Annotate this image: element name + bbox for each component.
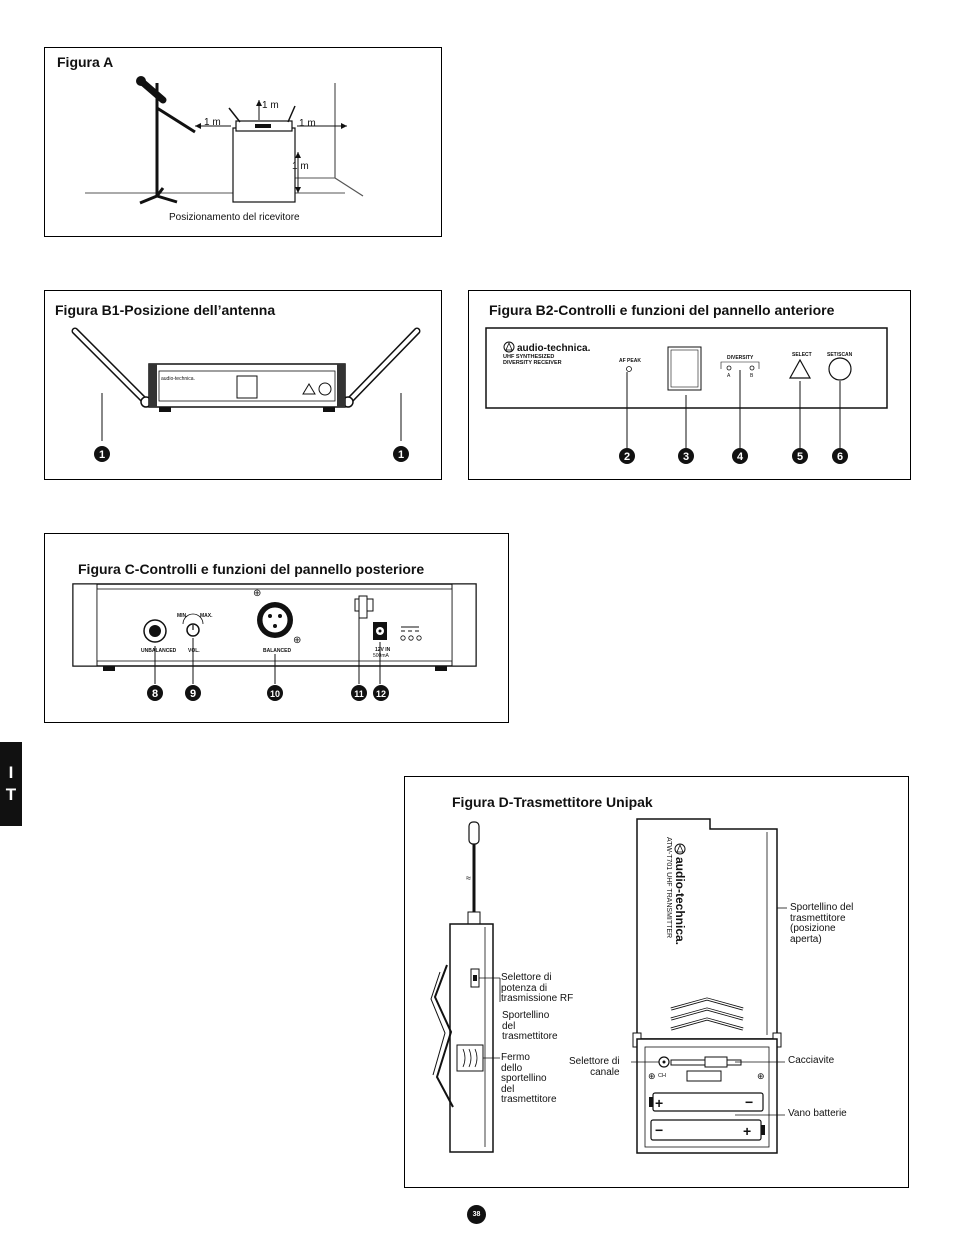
dim-left-label: 1 m <box>204 117 221 128</box>
svg-text:⊕: ⊕ <box>253 588 261 599</box>
svg-text:−: − <box>745 1094 753 1110</box>
marker-2: 2 <box>619 448 635 464</box>
antenna-position-illustration: audio-technica. 1 1 <box>71 327 421 462</box>
svg-text:+: + <box>655 1095 663 1111</box>
marker-4: 4 <box>732 448 748 464</box>
svg-text:AF PEAK: AF PEAK <box>619 358 641 364</box>
svg-text:≈: ≈ <box>466 873 471 883</box>
figure-c-title: Figura C-Controlli e funzioni del pannel… <box>78 561 425 577</box>
svg-text:DIVERSITY RECEIVER: DIVERSITY RECEIVER <box>503 360 562 366</box>
label-screwdriver: Cacciavite <box>788 1055 835 1066</box>
svg-text:−: − <box>655 1122 663 1138</box>
figure-a-frame: Figura A 1 m 1 m 1 m 1 m Posizionamento <box>44 47 442 237</box>
dim-top-label: 1 m <box>262 100 279 111</box>
page-number: 38 <box>467 1205 486 1224</box>
figure-b1-title: Figura B1-Posizione dell’antenna <box>55 302 276 318</box>
figure-a-title: Figura A <box>57 54 114 70</box>
svg-text:MAX.: MAX. <box>200 613 213 619</box>
svg-text:12: 12 <box>376 689 386 699</box>
marker-9: 9 <box>185 685 201 701</box>
svg-text:MIN.: MIN. <box>177 613 188 619</box>
svg-text:1: 1 <box>398 449 404 461</box>
svg-text:ATW-T701 UHF TRANSMITTER: ATW-T701 UHF TRANSMITTER <box>665 837 672 938</box>
dim-height-label: 1 m <box>292 161 309 172</box>
svg-text:⊕: ⊕ <box>293 635 301 646</box>
marker-6: 6 <box>832 448 848 464</box>
marker-3: 3 <box>678 448 694 464</box>
svg-text:4: 4 <box>737 451 744 463</box>
transmitter-illustration: ≈ ATW-T701 UHF TRANSMITTER audio-technic… <box>430 818 787 1154</box>
receiver-placement-illustration <box>85 76 364 205</box>
language-tab: I T <box>0 742 22 826</box>
svg-text:⊕: ⊕ <box>648 1071 656 1081</box>
figure-b1-frame: Figura B1-Posizione dell’antenna audio-t… <box>44 290 442 480</box>
front-panel-illustration: audio-technica. UHF SYNTHESIZED DIVERSIT… <box>485 327 888 464</box>
figure-c-frame: Figura C-Controlli e funzioni del pannel… <box>44 533 509 723</box>
svg-text:VOL.: VOL. <box>188 648 200 654</box>
svg-text:1: 1 <box>99 449 105 461</box>
svg-text:3: 3 <box>683 451 689 463</box>
marker-10: 10 <box>267 685 283 701</box>
figure-d-frame: Figura D-Trasmettitore Unipak ≈ ATW-T701… <box>404 776 909 1188</box>
svg-text:audio-technica.: audio-technica. <box>161 376 195 382</box>
svg-text:SELECT: SELECT <box>792 352 812 358</box>
svg-text:UHF SYNTHESIZED: UHF SYNTHESIZED <box>503 354 554 360</box>
marker-1-right: 1 <box>393 446 409 462</box>
svg-text:2: 2 <box>624 451 630 463</box>
svg-text:CH: CH <box>658 1073 666 1079</box>
svg-text:B: B <box>750 373 754 379</box>
svg-text:10: 10 <box>270 689 280 699</box>
svg-text:11: 11 <box>354 689 364 699</box>
svg-text:5: 5 <box>797 451 803 463</box>
figure-b2-title: Figura B2-Controlli e funzioni del panne… <box>489 302 835 318</box>
lang-tab-letter-1: I <box>8 763 14 782</box>
figure-d-title: Figura D-Trasmettitore Unipak <box>452 794 653 810</box>
marker-1-left: 1 <box>94 446 110 462</box>
svg-text:audio-technica.: audio-technica. <box>673 857 687 945</box>
marker-11: 11 <box>351 685 367 701</box>
svg-text:A: A <box>727 373 731 379</box>
svg-text:⊕: ⊕ <box>757 1071 765 1081</box>
figure-a-caption: Posizionamento del ricevitore <box>169 212 300 223</box>
svg-text:8: 8 <box>152 688 158 700</box>
svg-text:6: 6 <box>837 451 843 463</box>
svg-text:500mA: 500mA <box>373 653 390 659</box>
svg-text:SET/SCAN: SET/SCAN <box>827 352 853 358</box>
svg-text:UNBALANCED: UNBALANCED <box>141 648 177 654</box>
dim-right-label: 1 m <box>299 118 316 129</box>
marker-5: 5 <box>792 448 808 464</box>
marker-12: 12 <box>373 685 389 701</box>
svg-text:9: 9 <box>190 688 196 700</box>
svg-text:DIVERSITY: DIVERSITY <box>727 355 754 361</box>
svg-text:BALANCED: BALANCED <box>263 648 291 654</box>
lang-tab-letter-2: T <box>5 785 17 804</box>
svg-text:12V IN: 12V IN <box>375 647 391 653</box>
b2-brand: audio-technica. <box>517 343 591 354</box>
rear-panel-illustration: UNBALANCED MIN. MAX. VOL. ⊕ ⊕ BALANCED 1… <box>72 583 477 701</box>
marker-8: 8 <box>147 685 163 701</box>
figure-b2-frame: Figura B2-Controlli e funzioni del panne… <box>468 290 911 480</box>
svg-text:+: + <box>743 1123 751 1139</box>
label-battery-compartment: Vano batterie <box>788 1108 847 1119</box>
